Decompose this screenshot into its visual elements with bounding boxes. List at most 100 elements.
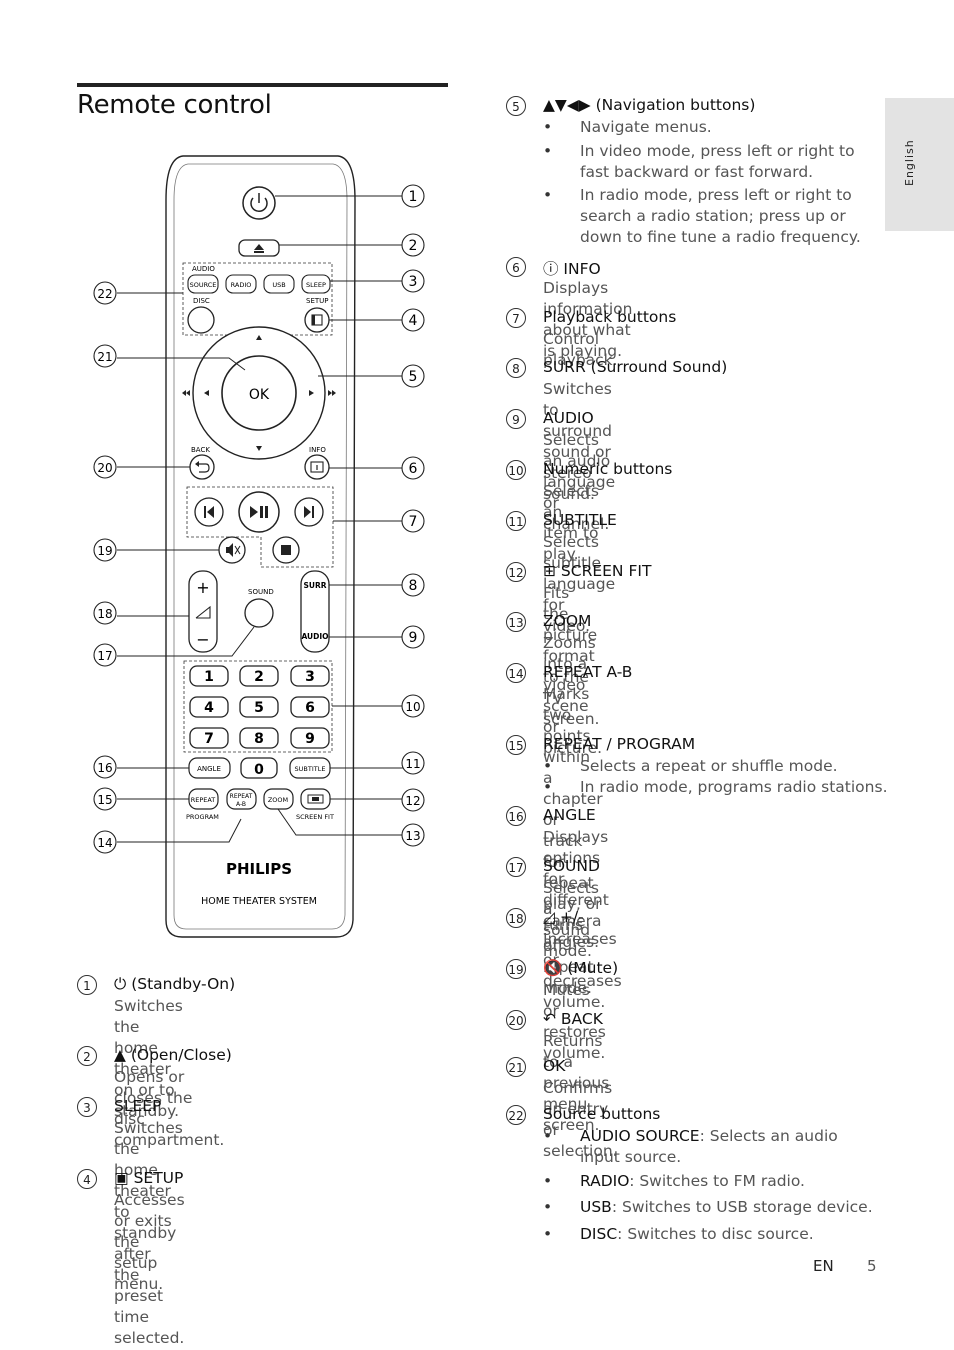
bullet-dot: • <box>543 1225 553 1243</box>
callout-4-label: 4 <box>409 313 418 329</box>
description-line: Displays information about what is playi… <box>543 279 633 360</box>
key-9-button <box>290 727 330 749</box>
bullet-key: DISC <box>580 1225 618 1243</box>
description-line: Opens or closes the disc compartment. <box>114 1068 225 1149</box>
callout-3-circle <box>401 269 425 293</box>
item-heading: ▲▼◀▶ (Navigation buttons) <box>543 96 756 114</box>
bullet-dot: • <box>543 142 553 160</box>
svg-text:RADIO: RADIO <box>231 281 252 289</box>
description-line: Confirms an entry or selection. <box>543 1079 618 1160</box>
svg-text:A-B: A-B <box>236 801 246 808</box>
svg-text:SOUND: SOUND <box>248 588 274 596</box>
item-heading: SOUND <box>543 857 600 875</box>
callout-2-label: 2 <box>409 238 418 254</box>
item-description: Confirms an entry or selection. <box>543 1078 618 1162</box>
callout-9-circle <box>401 625 425 649</box>
callout-4-circle <box>401 308 425 332</box>
callout-13-circle <box>401 823 425 847</box>
item-number: 4 <box>77 1169 97 1189</box>
callout-12-label: 12 <box>405 794 420 808</box>
bullet-line: In radio mode, press left or right to <box>580 186 852 204</box>
key-9-label: 9 <box>305 731 315 747</box>
callout-13-label: 13 <box>405 829 420 843</box>
item-description: Selects a sound mode. <box>543 878 599 962</box>
item-number: 1 <box>77 975 97 995</box>
key-2-label: 2 <box>254 669 264 685</box>
key-2-button <box>239 665 279 687</box>
description-line: Accesses or exits the setup menu. <box>114 1191 185 1293</box>
callout-21-circle <box>93 344 117 368</box>
bullet-line: Navigate menus. <box>580 118 712 136</box>
callout-14-label: 14 <box>97 836 112 850</box>
svg-text:SUBTITLE: SUBTITLE <box>295 765 326 773</box>
page-title: Remote control <box>77 90 272 120</box>
language-tab-label: English <box>903 139 916 186</box>
description-line: Zooms into a video scene or picture. <box>543 634 603 757</box>
item-description: Selects subtitle language for video. <box>543 532 615 637</box>
item-description: Displays options for different camera an… <box>543 827 609 953</box>
description-line: Control playback. <box>543 330 618 369</box>
item-number: 5 <box>506 96 526 116</box>
bullet-dot: • <box>543 1172 553 1190</box>
bullet-key: AUDIO SOURCE <box>580 1127 700 1145</box>
item-description: Mutes or restores volume. <box>543 980 606 1064</box>
svg-text:REPEAT: REPEAT <box>230 793 253 800</box>
svg-text:SETUP: SETUP <box>306 297 329 305</box>
bullet-line: fast backward or fast forward. <box>580 163 814 181</box>
key-4-label: 4 <box>204 700 214 716</box>
item-description: Fits the picture format to the TV screen… <box>543 583 599 730</box>
description-line: standby. <box>114 1102 180 1120</box>
svg-text:SCREEN FIT: SCREEN FIT <box>296 813 334 821</box>
item-heading: Source buttons <box>543 1105 661 1123</box>
bullet-desc: : Selects an audio <box>699 1127 838 1145</box>
item-number: 17 <box>506 857 526 877</box>
description-line: Increases or decreases volume. <box>543 930 622 1011</box>
item-number: 22 <box>506 1105 526 1125</box>
bullet-line: RADIO: Switches to FM radio. <box>580 1171 805 1192</box>
bullet-desc: : Switches to disc source. <box>617 1225 814 1243</box>
callout-20-label: 20 <box>97 461 112 475</box>
bullet-line: USB: Switches to USB storage device. <box>580 1197 873 1218</box>
bullet-dot: • <box>543 186 553 204</box>
bullet-dot: • <box>543 118 553 136</box>
svg-text:BACK: BACK <box>191 446 210 454</box>
description-line: Displays options for different camera an… <box>543 828 609 951</box>
description-line: Marks two points within a chapter or tra… <box>543 685 603 850</box>
bullet-key: USB <box>580 1198 612 1216</box>
item-number: 6 <box>506 257 526 277</box>
bullet-text: USB: Switches to USB storage device. <box>580 1197 873 1218</box>
svg-text:SLEEP: SLEEP <box>306 281 326 289</box>
callout-7-circle <box>401 509 425 533</box>
callout-10-circle <box>401 694 425 718</box>
key-4-button <box>189 696 229 718</box>
item-heading: SUBTITLE <box>543 511 617 529</box>
callout-14-circle <box>93 830 117 854</box>
callout-11-circle <box>401 751 425 775</box>
item-number: 15 <box>506 735 526 755</box>
bullet-dot: • <box>543 1198 553 1216</box>
item-description: Opens or closes the disc compartment. <box>114 1067 224 1151</box>
callout-17-label: 17 <box>97 649 112 663</box>
callout-16-circle <box>93 755 117 779</box>
bullet-desc: : Switches to USB storage device. <box>611 1198 873 1216</box>
audio-label: AUDIO <box>192 265 215 273</box>
item-heading: ▲ (Open/Close) <box>114 1046 232 1064</box>
item-description: Increases or decreases volume. <box>543 929 622 1013</box>
bullet-line: AUDIO SOURCE: Selects an audio <box>580 1126 838 1147</box>
description-line: Selects an item to play. <box>543 482 599 563</box>
item-description: Switches to surround sound or stereo sou… <box>543 379 612 505</box>
key-1-button <box>189 665 229 687</box>
bullet-dot: • <box>543 757 553 775</box>
item-heading: ↶ BACK <box>543 1010 603 1028</box>
svg-text:REPEAT: REPEAT <box>191 796 216 804</box>
item-description: Selects an audio language or channel. <box>543 430 615 535</box>
svg-text:HOME THEATER SYSTEM: HOME THEATER SYSTEM <box>201 896 317 907</box>
description-line: Switches the home theater to standby aft… <box>114 1119 183 1263</box>
bullet-line: down to fine tune a radio frequency. <box>580 228 861 246</box>
item-heading: ◿ +/- <box>543 908 584 926</box>
callout-11-label: 11 <box>405 757 420 771</box>
key-3-label: 3 <box>305 669 315 685</box>
